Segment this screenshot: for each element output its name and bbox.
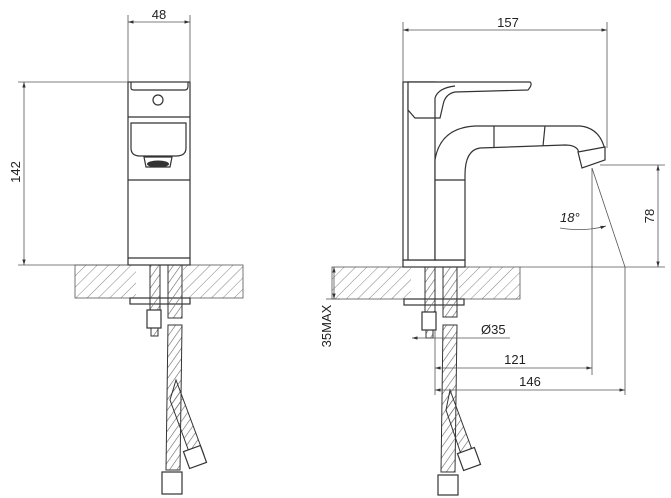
aerator-side	[577, 146, 606, 169]
hole-diameter-label: Ø35	[481, 322, 506, 337]
dim-height-142: 142	[8, 161, 23, 183]
dim-reach-146: 146	[519, 374, 541, 389]
dim-counter-thickness: 35MAX	[319, 304, 334, 347]
dim-spout-height-78: 78	[642, 209, 657, 223]
dim-depth-157: 157	[497, 15, 519, 30]
lever-handle	[407, 81, 532, 119]
spout-angle-label: 18°	[560, 210, 580, 225]
dim-width-48: 48	[152, 7, 166, 22]
spout	[434, 125, 606, 261]
side-view: 157 78 18° Ø35 121 146 35MAX	[319, 15, 665, 496]
dim-reach-121: 121	[504, 352, 526, 367]
faucet-body-front	[127, 81, 191, 266]
front-view: 48 142	[8, 7, 244, 495]
